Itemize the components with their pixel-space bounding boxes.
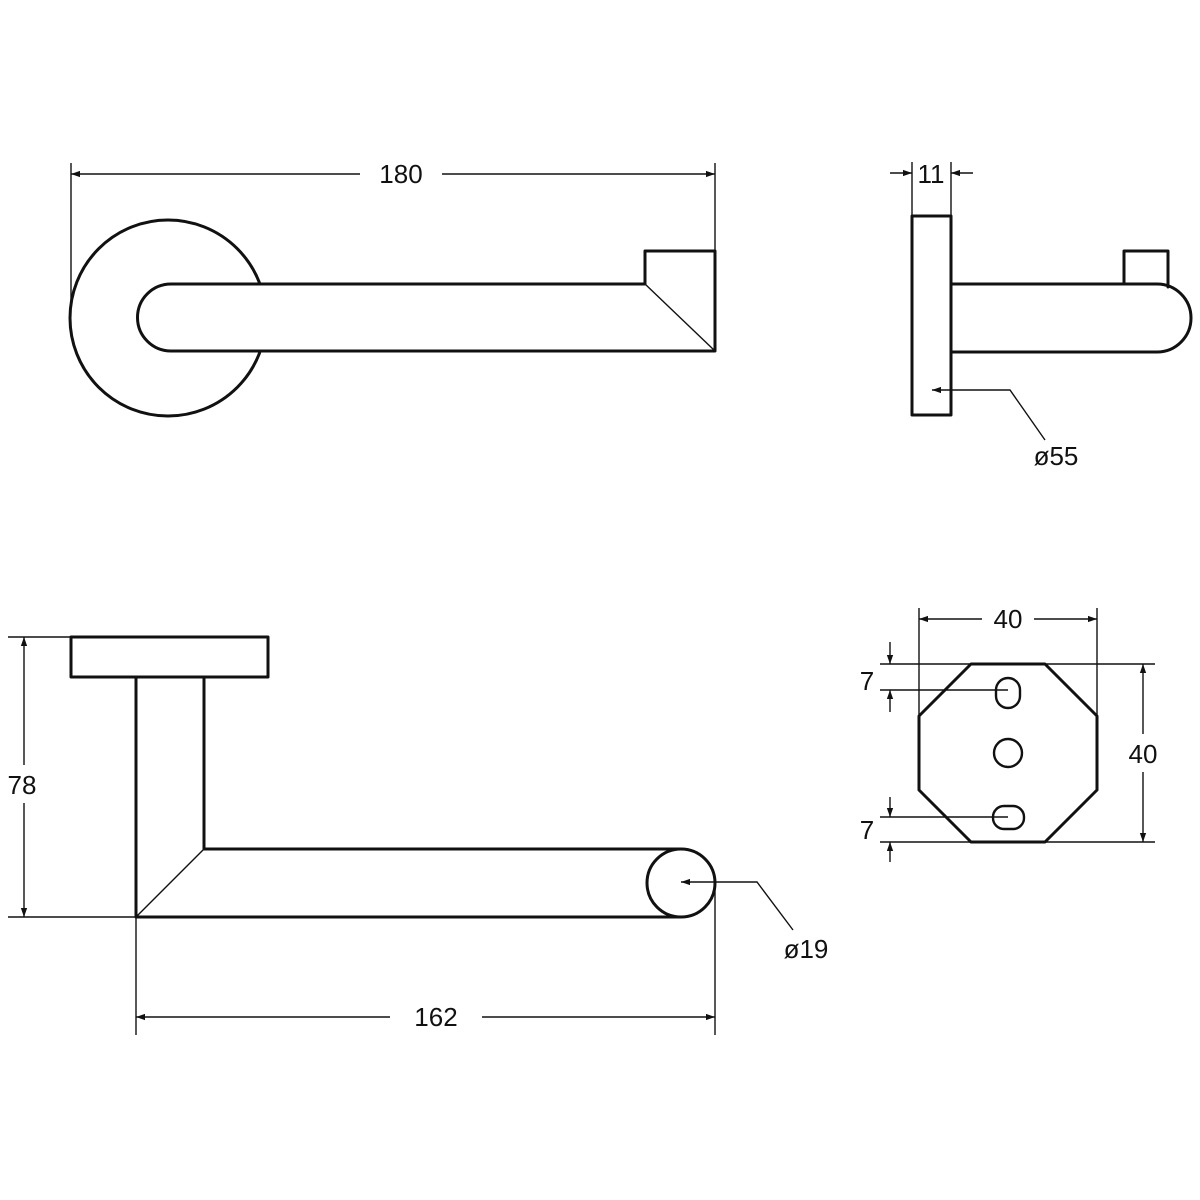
arm-bevel-line bbox=[644, 283, 716, 352]
dimension-label-7-top: 7 bbox=[860, 666, 874, 696]
elevation-bevel-line bbox=[135, 848, 205, 918]
dimension-label-d19: ø19 bbox=[784, 934, 829, 964]
dimension-7-bottom: 7 bbox=[860, 797, 1008, 862]
dimension-40-height: 40 bbox=[1045, 663, 1168, 843]
elevation-plate bbox=[69, 635, 270, 679]
leader-diameter-55: ø55 bbox=[932, 386, 1079, 471]
dimension-7-top: 7 bbox=[860, 642, 1008, 712]
dimension-180: 180 bbox=[70, 156, 716, 300]
dimension-label-d55: ø55 bbox=[1034, 441, 1079, 471]
dimension-label-11: 11 bbox=[918, 159, 945, 189]
back-plate-view: 40 40 7 7 bbox=[860, 600, 1168, 862]
dimension-label-180: 180 bbox=[379, 159, 422, 189]
bar-end-circle bbox=[645, 847, 717, 919]
side-view: 11 ø55 bbox=[890, 159, 1193, 471]
leader-diameter-19: ø19 bbox=[681, 878, 829, 964]
dimension-label-162: 162 bbox=[414, 1002, 457, 1032]
side-plate bbox=[910, 214, 953, 417]
dimension-162: 162 bbox=[135, 885, 716, 1036]
dimension-78: 78 bbox=[2, 636, 155, 918]
dimension-label-40-width: 40 bbox=[994, 604, 1023, 634]
elevation-view: 78 ø19 162 bbox=[2, 635, 829, 1036]
elevation-arm bbox=[134, 675, 683, 919]
holder-arm bbox=[136, 249, 717, 353]
center-hole bbox=[992, 737, 1024, 769]
dimension-label-40-height: 40 bbox=[1129, 739, 1158, 769]
top-slot bbox=[994, 676, 1022, 710]
side-tab bbox=[1122, 249, 1170, 289]
dimension-label-7-bottom: 7 bbox=[860, 815, 874, 845]
dimension-label-78: 78 bbox=[8, 770, 37, 800]
dimension-11: 11 bbox=[890, 159, 973, 216]
side-arm bbox=[949, 282, 1193, 354]
front-view: 180 bbox=[68, 156, 717, 418]
dimension-40-width: 40 bbox=[918, 600, 1098, 716]
